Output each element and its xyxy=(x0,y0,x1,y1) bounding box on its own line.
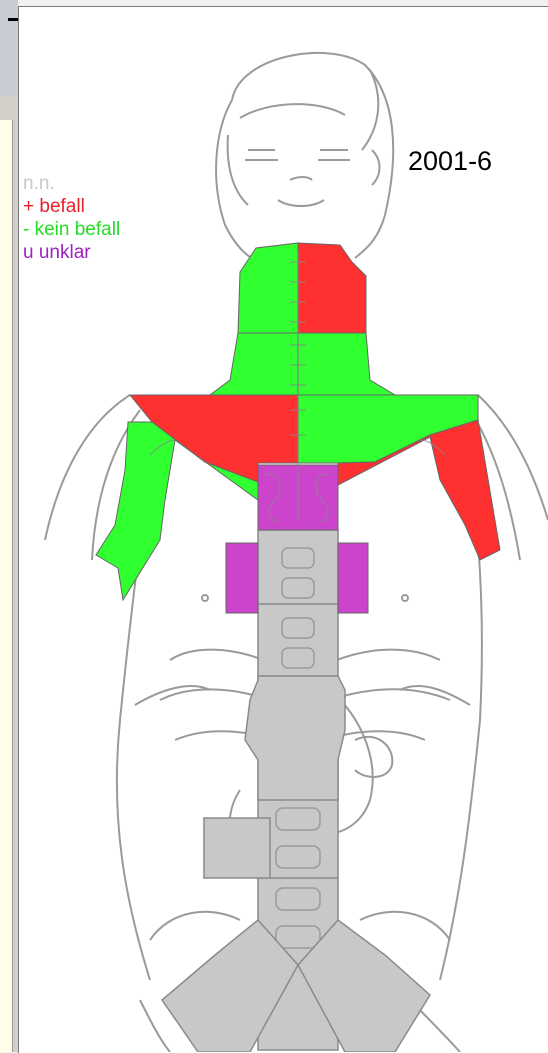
region-parasternal-right[interactable] xyxy=(338,543,368,613)
region-iliac-left[interactable] xyxy=(204,818,270,878)
region-parasternal-left[interactable] xyxy=(226,543,258,613)
overlay-anatomy-lines xyxy=(150,250,445,522)
legend-negative: - kein befall xyxy=(23,218,120,241)
region-neck-upper-left[interactable] xyxy=(238,243,298,333)
record-code-label: 2001-6 xyxy=(408,146,492,177)
legend-unclear: u unklar xyxy=(23,241,120,264)
status-legend: n.n. + befall - kein befall u unklar xyxy=(23,172,120,264)
region-neck-lower-left[interactable] xyxy=(210,333,298,395)
region-neck-lower-right[interactable] xyxy=(298,333,395,395)
region-abdomen-paraaortic[interactable] xyxy=(245,676,345,800)
legend-positive: + befall xyxy=(23,195,120,218)
legend-not-examined: n.n. xyxy=(23,172,120,195)
